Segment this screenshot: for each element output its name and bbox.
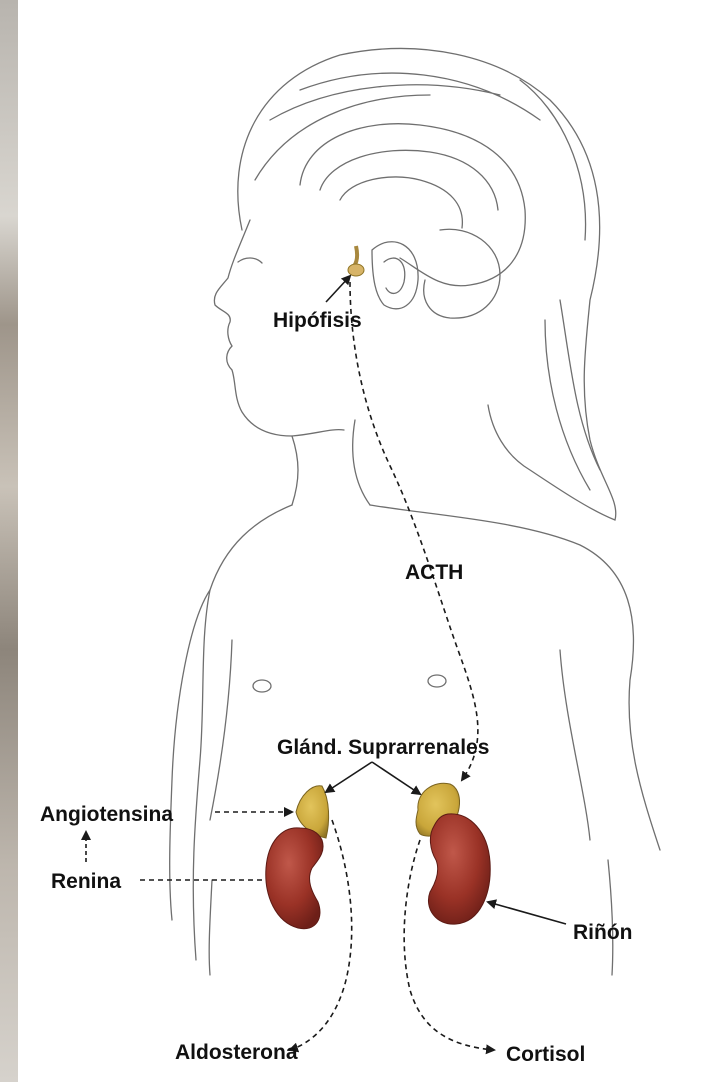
ear	[372, 242, 418, 309]
waist-left	[209, 880, 212, 975]
pituitary-arrow	[326, 276, 350, 302]
eye	[238, 258, 262, 263]
label-renina: Renina	[51, 871, 121, 892]
left-kidney	[266, 828, 323, 929]
child-sketch	[170, 49, 660, 975]
label-angiotensina: Angiotensina	[40, 804, 173, 825]
label-adrenal-glands: Glánd. Suprarrenales	[277, 737, 489, 758]
label-acth: ACTH	[405, 562, 463, 583]
adrenal-arrow-left	[326, 762, 372, 792]
acth-arrow	[350, 282, 478, 780]
label-rinon: Riñón	[573, 922, 632, 943]
left-nipple	[253, 680, 271, 692]
label-aldosterona: Aldosterona	[175, 1042, 298, 1063]
arrows	[86, 276, 566, 1050]
neck	[292, 420, 370, 505]
label-hipofisis: Hipófisis	[273, 310, 362, 331]
right-kidney	[428, 814, 490, 924]
hair-strands	[255, 73, 600, 490]
waist-right	[608, 860, 613, 975]
adrenal-arrow-right	[372, 762, 420, 794]
brain-sketch	[300, 124, 525, 318]
pituitary-gland	[348, 246, 364, 276]
right-arm-inner	[560, 650, 590, 840]
torso-right	[370, 505, 660, 850]
hair-outline	[238, 49, 616, 520]
left-arm-inner	[210, 640, 232, 820]
right-nipple	[428, 675, 446, 687]
label-cortisol: Cortisol	[506, 1044, 585, 1065]
kidney-arrow	[488, 902, 566, 924]
ear-inner	[384, 258, 405, 293]
